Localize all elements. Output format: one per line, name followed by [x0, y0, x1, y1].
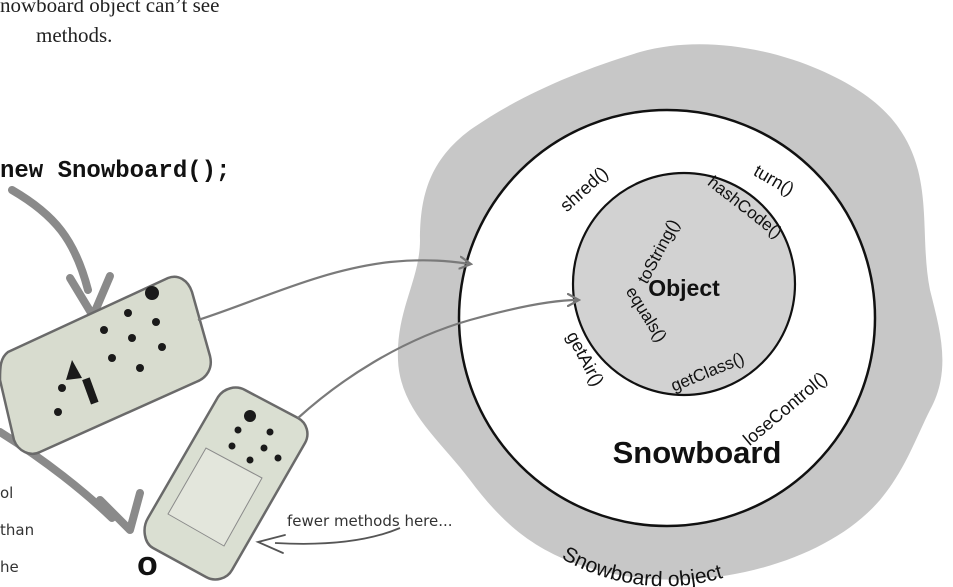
thick-arrow-to-remote	[8, 186, 92, 294]
note-fewer-methods: fewer methods here...	[287, 512, 453, 530]
snowboard-label: Snowboard	[613, 435, 782, 470]
reference-arrow-object	[297, 300, 578, 419]
code-snippet: new Snowboard();	[0, 158, 231, 185]
thick-arrowhead-o	[96, 489, 144, 534]
remote-control-top	[0, 275, 212, 456]
note-left-partial-1: ol	[0, 484, 14, 502]
note-arrowhead	[255, 534, 286, 554]
note-arrow	[274, 527, 401, 545]
caption-line-2: methods.	[36, 23, 113, 47]
remote-control-bottom	[143, 386, 309, 581]
variable-o: o	[137, 545, 158, 583]
object-circle	[571, 171, 797, 397]
object-label: Object	[648, 275, 720, 301]
note-left-partial-3: he	[0, 558, 19, 576]
note-left-partial-2: than	[0, 521, 35, 539]
reference-arrow-snowboard	[197, 260, 470, 322]
caption-line-1: nowboard object can’t see	[0, 0, 220, 17]
